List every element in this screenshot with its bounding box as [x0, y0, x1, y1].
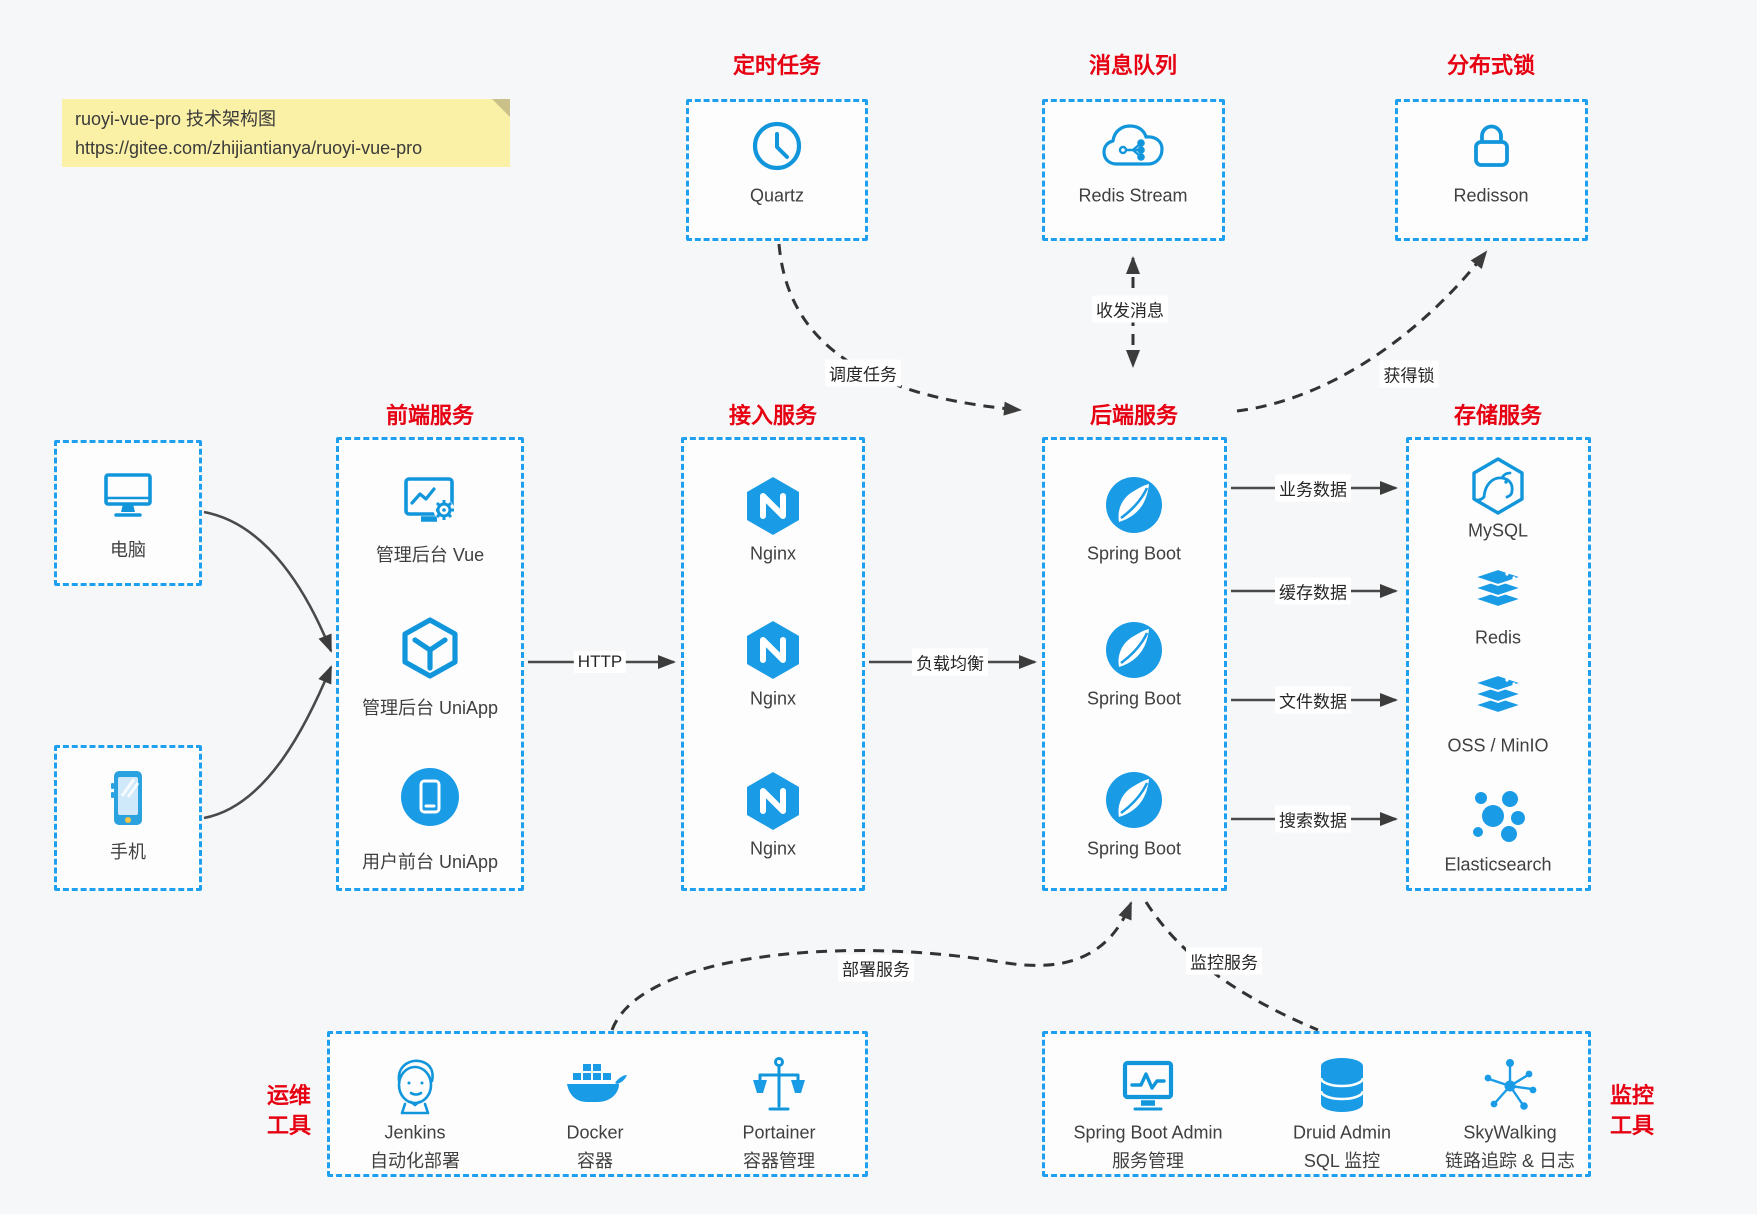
edge-label-lock: 获得锁 [1379, 360, 1439, 388]
redisson-label: Redisson [1453, 185, 1529, 206]
portainer-label: Portainer [742, 1122, 816, 1143]
portainer-icon [747, 1054, 811, 1118]
clock-icon [746, 115, 808, 177]
edge-label-monitor: 监控服务 [1186, 947, 1262, 975]
edge-label-file-data: 文件数据 [1275, 686, 1351, 714]
edge-label-search-data: 搜索数据 [1275, 805, 1351, 833]
edge-label-schedule: 调度任务 [825, 359, 901, 387]
elasticsearch-label: Elasticsearch [1444, 854, 1552, 875]
user-uniapp-icon [397, 764, 463, 830]
jenkins-desc-label: 自动化部署 [370, 1151, 460, 1171]
edge-label-cache-data: 缓存数据 [1275, 577, 1351, 605]
message-queue-box [1042, 99, 1225, 241]
skywalking-desc-label: 链路追踪 & 日志 [1444, 1151, 1576, 1171]
monitoring-tools-box [1042, 1031, 1591, 1177]
admin-uniapp-label: 管理后台 UniApp [361, 698, 499, 718]
lock-icon [1461, 116, 1521, 176]
phone-label: 手机 [110, 842, 146, 862]
pc-label: 电脑 [110, 540, 146, 560]
mysql-icon [1467, 455, 1529, 517]
ops-tools-side-label-line2: 工具 [266, 1113, 312, 1138]
edge-label-message: 收发消息 [1092, 295, 1168, 323]
spring-boot-icon [1102, 768, 1166, 832]
docker-desc-label: 容器 [577, 1151, 613, 1171]
portainer-desc-label: 容器管理 [743, 1151, 815, 1171]
admin-vue-icon [397, 472, 463, 534]
spring-boot-label: Spring Boot [1086, 543, 1182, 564]
storage-service-title: 存储服务 [1453, 403, 1543, 428]
redis-label: Redis [1474, 627, 1522, 648]
edge-label-http: HTTP [573, 651, 627, 673]
spring-boot-icon [1102, 473, 1166, 537]
skywalking-icon [1478, 1054, 1542, 1118]
monitoring-tools-side-label-line1: 监控 [1609, 1083, 1655, 1108]
frontend-service-title: 前端服务 [385, 403, 475, 428]
note-url: https://gitee.com/zhijiantianya/ruoyi-vu… [75, 138, 423, 158]
user-uniapp-label: 用户前台 UniApp [361, 852, 499, 872]
message-queue-title: 消息队列 [1088, 53, 1178, 78]
nginx-icon [743, 474, 803, 538]
nginx-label: Nginx [749, 543, 797, 564]
edge-label-deploy: 部署服务 [838, 954, 914, 982]
edge-schedule-task [777, 243, 1022, 416]
phone-icon [101, 766, 155, 830]
elasticsearch-icon [1466, 785, 1530, 845]
spring-boot-label: Spring Boot [1086, 838, 1182, 859]
access-service-title: 接入服务 [728, 403, 818, 428]
pc-client-box [54, 440, 202, 586]
ops-tools-side-label-line1: 运维 [266, 1083, 312, 1108]
redis-stream-label: Redis Stream [1078, 185, 1188, 206]
spring-boot-admin-desc-label: 服务管理 [1112, 1151, 1184, 1171]
edge-label-business-data: 业务数据 [1275, 474, 1351, 502]
spring-boot-label: Spring Boot [1086, 688, 1182, 709]
redis-stack-icon [1466, 559, 1530, 617]
spring-boot-admin-label: Spring Boot Admin [1073, 1122, 1223, 1143]
note-fold-corner [492, 99, 510, 117]
druid-admin-desc-label: SQL 监控 [1303, 1151, 1381, 1171]
desktop-icon [96, 467, 160, 525]
admin-vue-label: 管理后台 Vue [375, 545, 485, 565]
edge-deploy-service [610, 901, 1133, 1031]
distributed-lock-title: 分布式锁 [1446, 53, 1536, 78]
sticky-note: ruoyi-vue-pro 技术架构图 https://gitee.com/zh… [62, 99, 510, 167]
uniapp-cube-icon [399, 615, 461, 681]
nginx-label: Nginx [749, 838, 797, 859]
nginx-icon [743, 618, 803, 682]
scheduled-task-title: 定时任务 [732, 53, 822, 78]
distributed-lock-box [1395, 99, 1588, 241]
edge-label-load-balance: 负载均衡 [912, 648, 988, 676]
backend-service-title: 后端服务 [1089, 403, 1179, 428]
druid-admin-label: Druid Admin [1292, 1122, 1392, 1143]
docker-icon [561, 1057, 629, 1115]
nginx-label: Nginx [749, 688, 797, 709]
skywalking-label: SkyWalking [1463, 1122, 1557, 1143]
spring-boot-icon [1102, 618, 1166, 682]
quartz-label: Quartz [749, 185, 805, 206]
oss-minio-label: OSS / MinIO [1447, 735, 1549, 756]
nginx-icon [743, 769, 803, 833]
druid-database-icon [1312, 1055, 1372, 1117]
monitoring-tools-side-label-line2: 工具 [1609, 1113, 1655, 1138]
edge-phone-to-frontend [203, 665, 333, 820]
spring-boot-admin-icon [1116, 1056, 1180, 1116]
jenkins-label: Jenkins [384, 1122, 446, 1143]
edge-pc-to-frontend [203, 510, 333, 653]
cloud-message-icon [1099, 119, 1167, 175]
jenkins-icon [385, 1054, 445, 1118]
oss-minio-stack-icon [1466, 665, 1530, 723]
edge-acquire-lock [1236, 250, 1488, 413]
note-title: ruoyi-vue-pro 技术架构图 [75, 109, 277, 129]
mysql-label: MySQL [1467, 520, 1529, 541]
docker-label: Docker [566, 1122, 624, 1143]
